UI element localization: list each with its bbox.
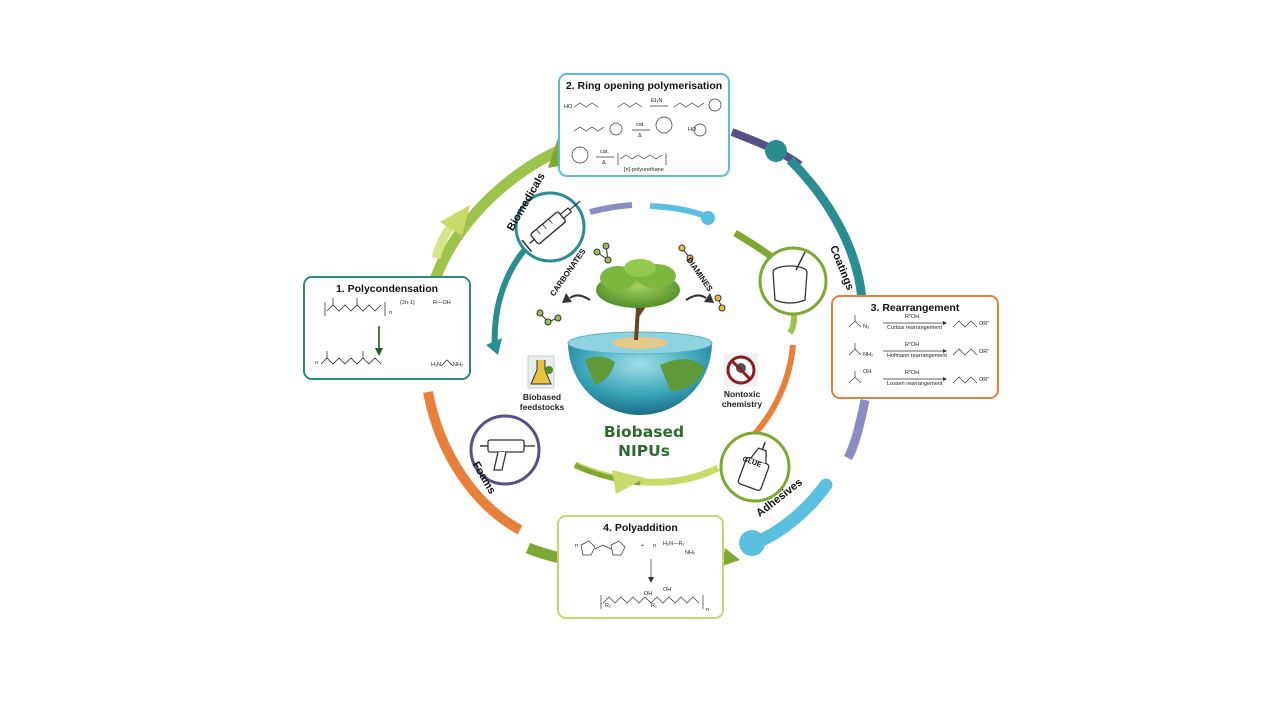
polycondensation-reagent: R—OH <box>433 300 451 306</box>
rearrangement-reagent-3: RʺOH <box>905 370 920 376</box>
polyaddition-sub-n: n <box>706 607 710 613</box>
polycondensation-amine2: NH₂ <box>453 362 464 368</box>
rearrangement-name-2: Hofmann rearrangement <box>887 353 947 359</box>
rearrangement-scheme <box>848 315 978 384</box>
polyaddition-n-left: n <box>575 543 579 549</box>
nontoxic-label: Nontoxic chemistry <box>712 389 772 409</box>
diamines-arrow-icon <box>685 294 707 301</box>
center-title-line2: NIPUs <box>618 442 670 460</box>
polyaddition-oh1: OH <box>644 591 653 597</box>
polyaddition-n-right: n <box>653 543 657 549</box>
polycondensation-sub-n: n <box>389 310 393 316</box>
outer-arrow-head-bottom <box>722 548 740 566</box>
rearrangement-sub-2: NH₂ <box>863 352 874 358</box>
ring-opening-cond1: Et₃N <box>651 98 663 104</box>
rearrangement-reagent-2: RʺOH <box>905 342 920 348</box>
nontoxic-label-line2: chemistry <box>721 399 763 409</box>
polycondensation-amine: H₂N <box>431 362 442 368</box>
polycondensation-title: 1. Polycondensation <box>335 283 439 295</box>
inner-arrow-head-bottom <box>612 470 645 494</box>
outer-arc-left <box>423 391 523 535</box>
biomedicals-icon-circle <box>514 191 586 263</box>
flask-icon <box>527 355 555 389</box>
ring-opening-cond3b: Δ <box>602 160 606 166</box>
coatings-icon-circle <box>758 246 828 316</box>
carbonate-molecule-icon <box>536 242 612 326</box>
polyaddition-scheme <box>580 540 704 609</box>
nontoxic-label-line1: Nontoxic <box>723 389 761 399</box>
adhesives-icon-circle <box>719 431 791 503</box>
paint-can-icon <box>772 251 808 304</box>
outer-arc-bottom-left <box>525 542 562 564</box>
outer-arc-right <box>786 156 867 301</box>
outer-arrow-notch-ul <box>440 205 470 236</box>
polycondensation-coef: (2n-1) <box>400 300 415 306</box>
ring-opening-scheme <box>571 98 722 165</box>
polycondensation-product-n: n <box>315 360 319 366</box>
polyaddition-oh2: OH <box>663 587 672 593</box>
glue-icon <box>737 441 770 491</box>
rearrangement-product-1: ORʺ <box>979 321 990 327</box>
inner-arrow-head-left <box>486 338 502 355</box>
carbonates-arrow-icon <box>569 294 591 301</box>
polyaddition-amine2: NH₂ <box>685 550 696 556</box>
polyaddition-box: 4. Polyaddition n + n H₂N—R₂ NH₂ OH OH R… <box>557 515 724 619</box>
inner-arc-right <box>749 344 796 440</box>
polycondensation-scheme <box>320 298 454 367</box>
ring-opening-cond2: cat. <box>636 122 645 128</box>
center-title-line1: Biobased <box>603 423 685 441</box>
ring-opening-title: 2. Ring opening polymerisation <box>565 80 723 92</box>
outer-blob-top-right <box>765 140 787 162</box>
nontoxic-icon <box>724 353 758 387</box>
polyaddition-r2: R₂ <box>605 603 612 609</box>
polyaddition-title: 4. Polyaddition <box>603 522 678 534</box>
syringe-icon <box>521 200 581 253</box>
ring-opening-ho-left: HO <box>564 104 573 110</box>
polyaddition-amine: H₂N—R₂ <box>663 541 685 547</box>
feedstocks-label-line1: Biobased <box>522 392 562 402</box>
earth-illustration <box>567 331 713 415</box>
inner-arc-top <box>649 203 707 219</box>
polyaddition-plus: + <box>641 543 645 549</box>
caulk-gun-icon <box>480 439 535 471</box>
ring-opening-cond3: cat. <box>600 149 609 155</box>
outer-arc-right-lower <box>843 399 870 461</box>
ring-opening-cond2b: Δ <box>638 133 642 139</box>
rearrangement-reagent-1: RʺOH <box>905 314 920 320</box>
ring-opening-box: 2. Ring opening polymerisation Et₃N cat.… <box>558 73 730 177</box>
polyaddition-r1: R₁ <box>651 603 657 609</box>
rearrangement-title: 3. Rearrangement <box>870 302 960 314</box>
foams-icon-circle <box>469 414 541 486</box>
polycondensation-box: 1. Polycondensation (2n-1) R—OH n n H₂N … <box>303 276 471 380</box>
outer-blob-bottom-right <box>739 530 765 556</box>
ring-opening-ho-right: HO <box>688 127 697 133</box>
rearrangement-name-1: Curtius rearrangement <box>887 325 943 331</box>
rearrangement-box: 3. Rearrangement RʺOH Curtius rearrangem… <box>831 295 999 399</box>
rearrangement-product-3: ORʺ <box>979 377 990 383</box>
rearrangement-name-3: Lossen rearrangement <box>887 381 943 387</box>
carbonates-arrow-head <box>562 293 572 303</box>
ring-opening-product-name: [n]-polyurethane <box>624 167 664 173</box>
inner-blob-top <box>701 211 715 225</box>
feedstocks-label-line2: feedstocks <box>519 402 565 412</box>
rearrangement-product-2: ORʺ <box>979 349 990 355</box>
tree-icon <box>596 259 680 341</box>
diamine-molecule-icon <box>678 244 726 312</box>
diamines-arrow-head <box>704 293 714 303</box>
rearrangement-sub-1: N₃ <box>863 324 870 330</box>
rearrangement-sub-3: OH <box>863 369 872 375</box>
inner-arc-top-left <box>589 202 633 215</box>
center-title: Biobased NIPUs <box>600 423 688 461</box>
feedstocks-label: Biobased feedstocks <box>512 392 572 412</box>
